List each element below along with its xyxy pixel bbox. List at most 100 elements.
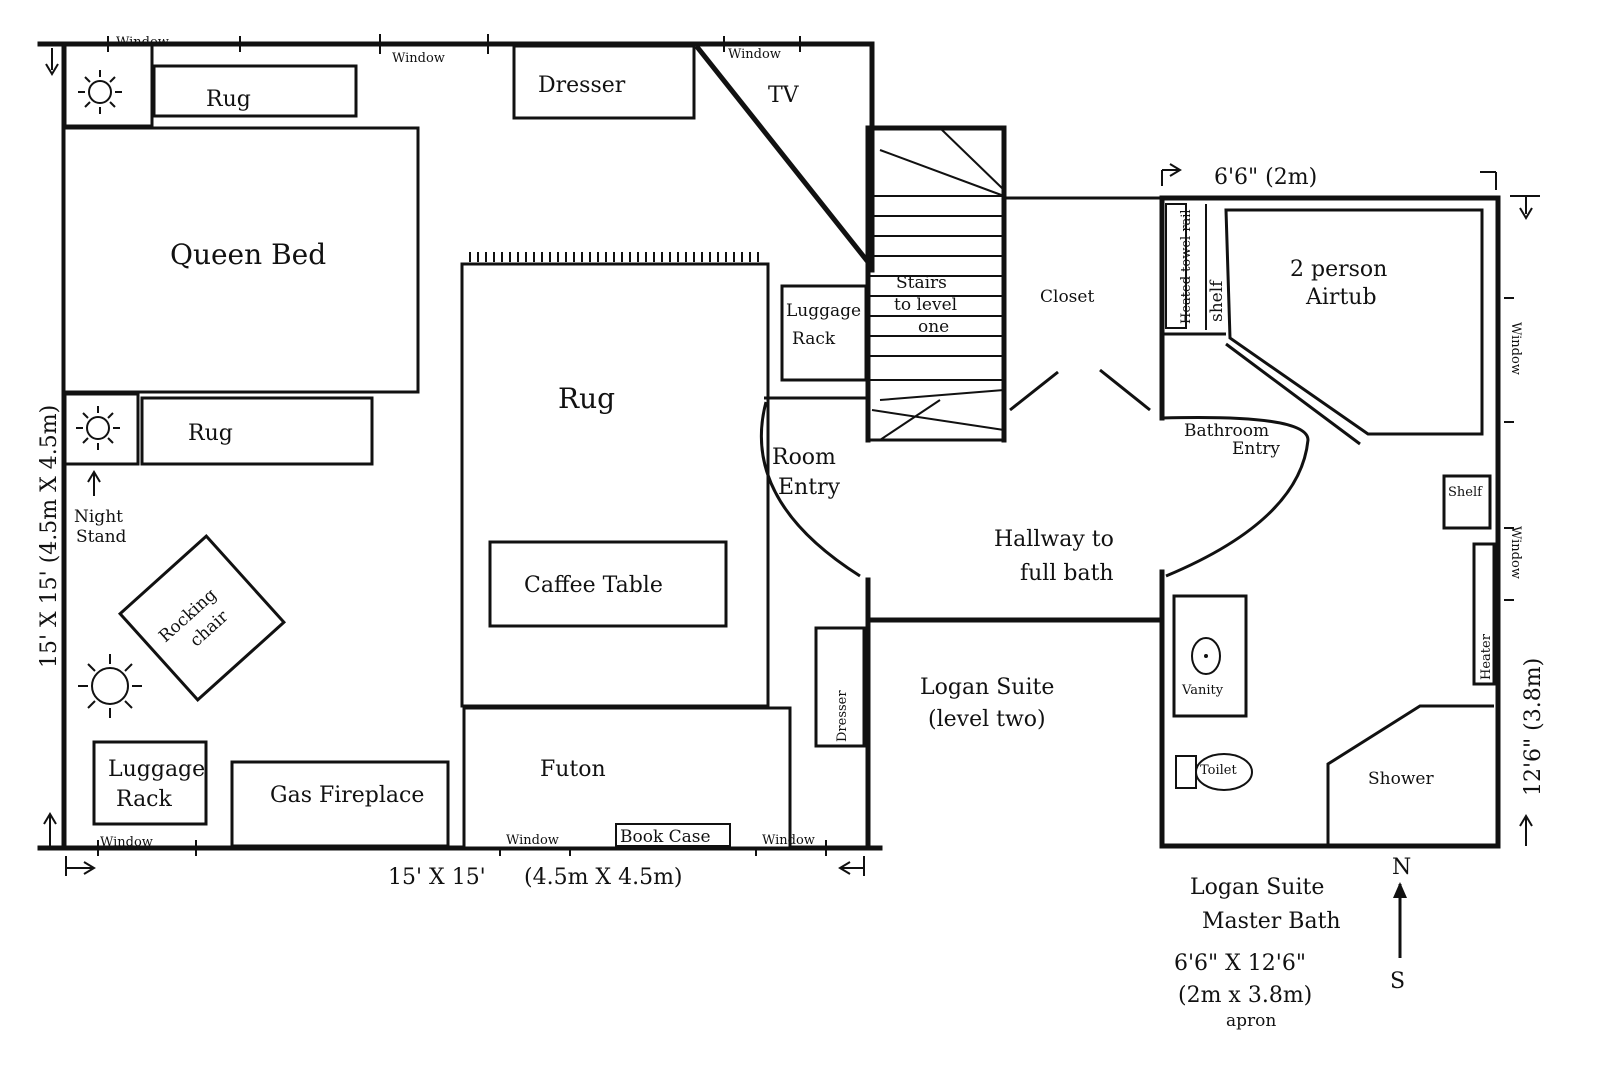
- luggage-rack-left: [92, 740, 208, 826]
- futon-label: Futon: [540, 757, 606, 782]
- airtub-edge: [1225, 342, 1361, 446]
- window-bottom-left-label: Window: [100, 835, 153, 850]
- heated-towel-rail-label: Heated towel rail: [1179, 209, 1194, 324]
- dresser-top-label: Dresser: [538, 73, 626, 98]
- window-bath-upper-label: Window: [1508, 322, 1523, 375]
- window-bath-lower-label: Window: [1508, 526, 1523, 579]
- closet-label: Closet: [1040, 287, 1094, 307]
- south-label: S: [1390, 969, 1405, 994]
- master-bath-label-5: apron: [1226, 1011, 1276, 1031]
- lamp-icon: [76, 406, 120, 450]
- vanity: [1172, 594, 1248, 718]
- window-top-right-label: Window: [728, 47, 781, 62]
- night-stand-side: [62, 392, 140, 466]
- rocking-chair: Rocking chair: [117, 533, 287, 703]
- toilet-bowl: [1195, 753, 1253, 791]
- logan-suite-label-1: Logan Suite: [920, 675, 1054, 700]
- room-entry-label-2: Entry: [778, 475, 841, 500]
- tv-label: TV: [768, 83, 800, 108]
- gas-fireplace-label: Gas Fireplace: [270, 783, 424, 808]
- vanity-label: Vanity: [1181, 683, 1224, 698]
- room-side-dim-label: 15' X 15' (4.5m X 4.5m): [37, 405, 62, 668]
- lamp-icon: [78, 70, 122, 114]
- dresser-side-label: Dresser: [835, 690, 850, 742]
- room-entry-label-1: Room: [772, 445, 836, 470]
- night-stand-label-2: Stand: [76, 527, 127, 547]
- arrow-up-icon: [43, 812, 57, 825]
- shelf-vertical-label: shelf: [1207, 279, 1227, 322]
- book-case: [615, 823, 731, 847]
- gas-fireplace: [230, 760, 450, 848]
- stairs-label-3: one: [918, 317, 949, 337]
- coffee-table: [488, 540, 728, 628]
- shower: [1326, 704, 1494, 846]
- room-bottom-dim-label-1: 15' X 15': [388, 865, 486, 890]
- rug-side: [140, 396, 374, 466]
- rug-top: [152, 64, 358, 118]
- luggage-rack-right-label-2: Rack: [792, 329, 836, 349]
- arrow-head-icon: [87, 470, 101, 483]
- window-bottom-mid-label: Window: [506, 833, 559, 848]
- dresser-top: [512, 44, 696, 120]
- stairs-label-1: Stairs: [896, 273, 947, 293]
- luggage-rack-left-label-1: Luggage: [108, 757, 205, 782]
- night-stand-label-1: Night: [74, 507, 123, 527]
- shelf-bath-label: Shelf: [1448, 485, 1483, 500]
- airtub-label-1: 2 person: [1290, 257, 1387, 282]
- drain-icon: [1204, 654, 1208, 658]
- bathroom-entry-label-2: Entry: [1232, 439, 1280, 459]
- luggage-rack-left-label-2: Rack: [116, 787, 173, 812]
- toilet-label: Toilet: [1200, 763, 1237, 778]
- arrow-down-icon: [45, 63, 59, 76]
- window-top-mid-label: Window: [392, 51, 445, 66]
- bath-shelf: [1442, 474, 1492, 530]
- arrow-down-icon: [1519, 207, 1533, 220]
- shower-label: Shower: [1368, 769, 1434, 789]
- bath-window-ticks: [1504, 297, 1514, 601]
- rug-fringe: [469, 252, 759, 262]
- bath-height-label: 12'6" (3.8m): [1521, 658, 1546, 796]
- night-stand-top: [62, 42, 154, 128]
- rug-center-label: Rug: [558, 382, 615, 415]
- coffee-table-label: Caffee Table: [524, 573, 663, 598]
- logan-suite-label-2: (level two): [928, 707, 1046, 732]
- heater: [1472, 542, 1496, 686]
- arrow-right-icon: [83, 861, 96, 875]
- master-bath-label-4: (2m x 3.8m): [1178, 983, 1312, 1008]
- room-entry-door-arc: [759, 401, 861, 578]
- stairs-label-2: to level: [894, 295, 957, 315]
- window-bottom-right-label: Window: [762, 833, 815, 848]
- master-bath-label-2: Master Bath: [1202, 909, 1341, 934]
- luggage-rack-right-label-1: Luggage: [786, 301, 861, 321]
- arrow-left-icon: [838, 861, 851, 875]
- lamp-icon: [78, 654, 142, 718]
- north-label: N: [1392, 855, 1411, 880]
- rug-top-label: Rug: [206, 87, 251, 112]
- window-ticks-top: [107, 34, 801, 54]
- rug-center: [460, 262, 770, 708]
- bathroom-entry-door-arc: [1161, 415, 1310, 578]
- bath-width-label: 6'6" (2m): [1214, 165, 1317, 190]
- rug-side-label: Rug: [188, 421, 233, 446]
- bathroom-entry-label-1: Bathroom: [1184, 421, 1269, 441]
- book-case-label: Book Case: [620, 827, 711, 847]
- heated-towel-rail: [1165, 203, 1187, 329]
- airtub: [1224, 208, 1484, 436]
- stairs: [865, 125, 1007, 443]
- sink-icon: [1191, 637, 1221, 675]
- airtub-label-2: Airtub: [1305, 285, 1377, 310]
- luggage-rack-right: [780, 284, 868, 382]
- master-bath-label-1: Logan Suite: [1190, 875, 1324, 900]
- dresser-side: [814, 626, 866, 748]
- master-bath-label-3: 6'6" X 12'6": [1174, 951, 1306, 976]
- queen-bed: [62, 126, 420, 394]
- queen-bed-label: Queen Bed: [170, 238, 326, 271]
- arrow-up-icon: [1519, 814, 1533, 827]
- toilet-tank: [1175, 755, 1197, 789]
- hallway-label-2: full bath: [1020, 561, 1114, 586]
- hallway-label-1: Hallway to: [994, 527, 1114, 552]
- north-arrow-icon: [1393, 882, 1407, 898]
- bathroom-walls: [1159, 195, 1501, 849]
- heater-label: Heater: [1479, 633, 1494, 680]
